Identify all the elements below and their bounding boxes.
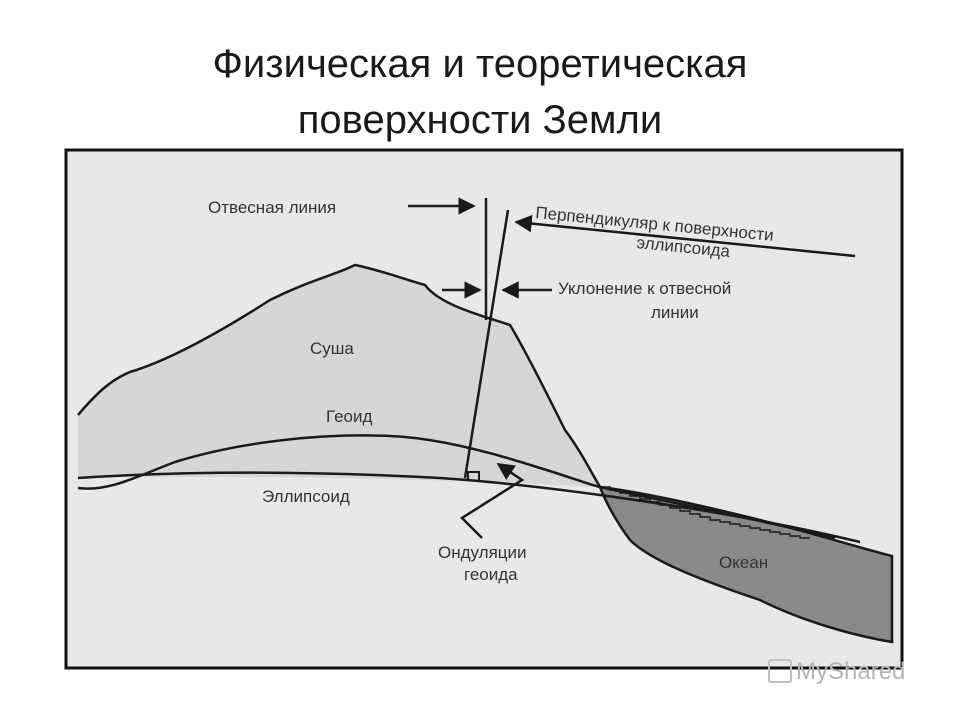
title-line-2: поверхности Земли [297, 98, 663, 142]
label-geoid: Геоид [326, 407, 372, 426]
geoid-curve [77, 434, 836, 540]
title-line-1: Физическая и теоретическая [212, 42, 748, 86]
label-undulation-2: геоида [464, 565, 518, 584]
slide-title: Физическая и теоретическая поверхности З… [0, 36, 960, 148]
watermark-icon [768, 659, 792, 683]
label-land: Суша [310, 339, 354, 358]
right-angle-marker [467, 471, 480, 481]
label-plumb-line: Отвесная линия [208, 198, 336, 217]
undulation-arrow [460, 462, 525, 539]
ocean-area [598, 485, 894, 644]
watermark-text: MyShared [796, 658, 906, 685]
ellipsoid-curve [77, 471, 861, 544]
land-area [78, 265, 600, 487]
label-deviation-2: линии [651, 303, 699, 322]
ellipsoid-normal-line [463, 209, 510, 479]
land-outline [77, 263, 602, 488]
label-undulation-1: Ондуляции [438, 543, 527, 562]
label-ellipsoid: Эллипсоид [262, 487, 350, 506]
label-ocean: Океан [719, 553, 768, 572]
watermark: MyShared [768, 658, 905, 686]
label-deviation-1: Уклонение к отвесной [558, 279, 731, 298]
perpendicular-arrow [514, 214, 856, 258]
